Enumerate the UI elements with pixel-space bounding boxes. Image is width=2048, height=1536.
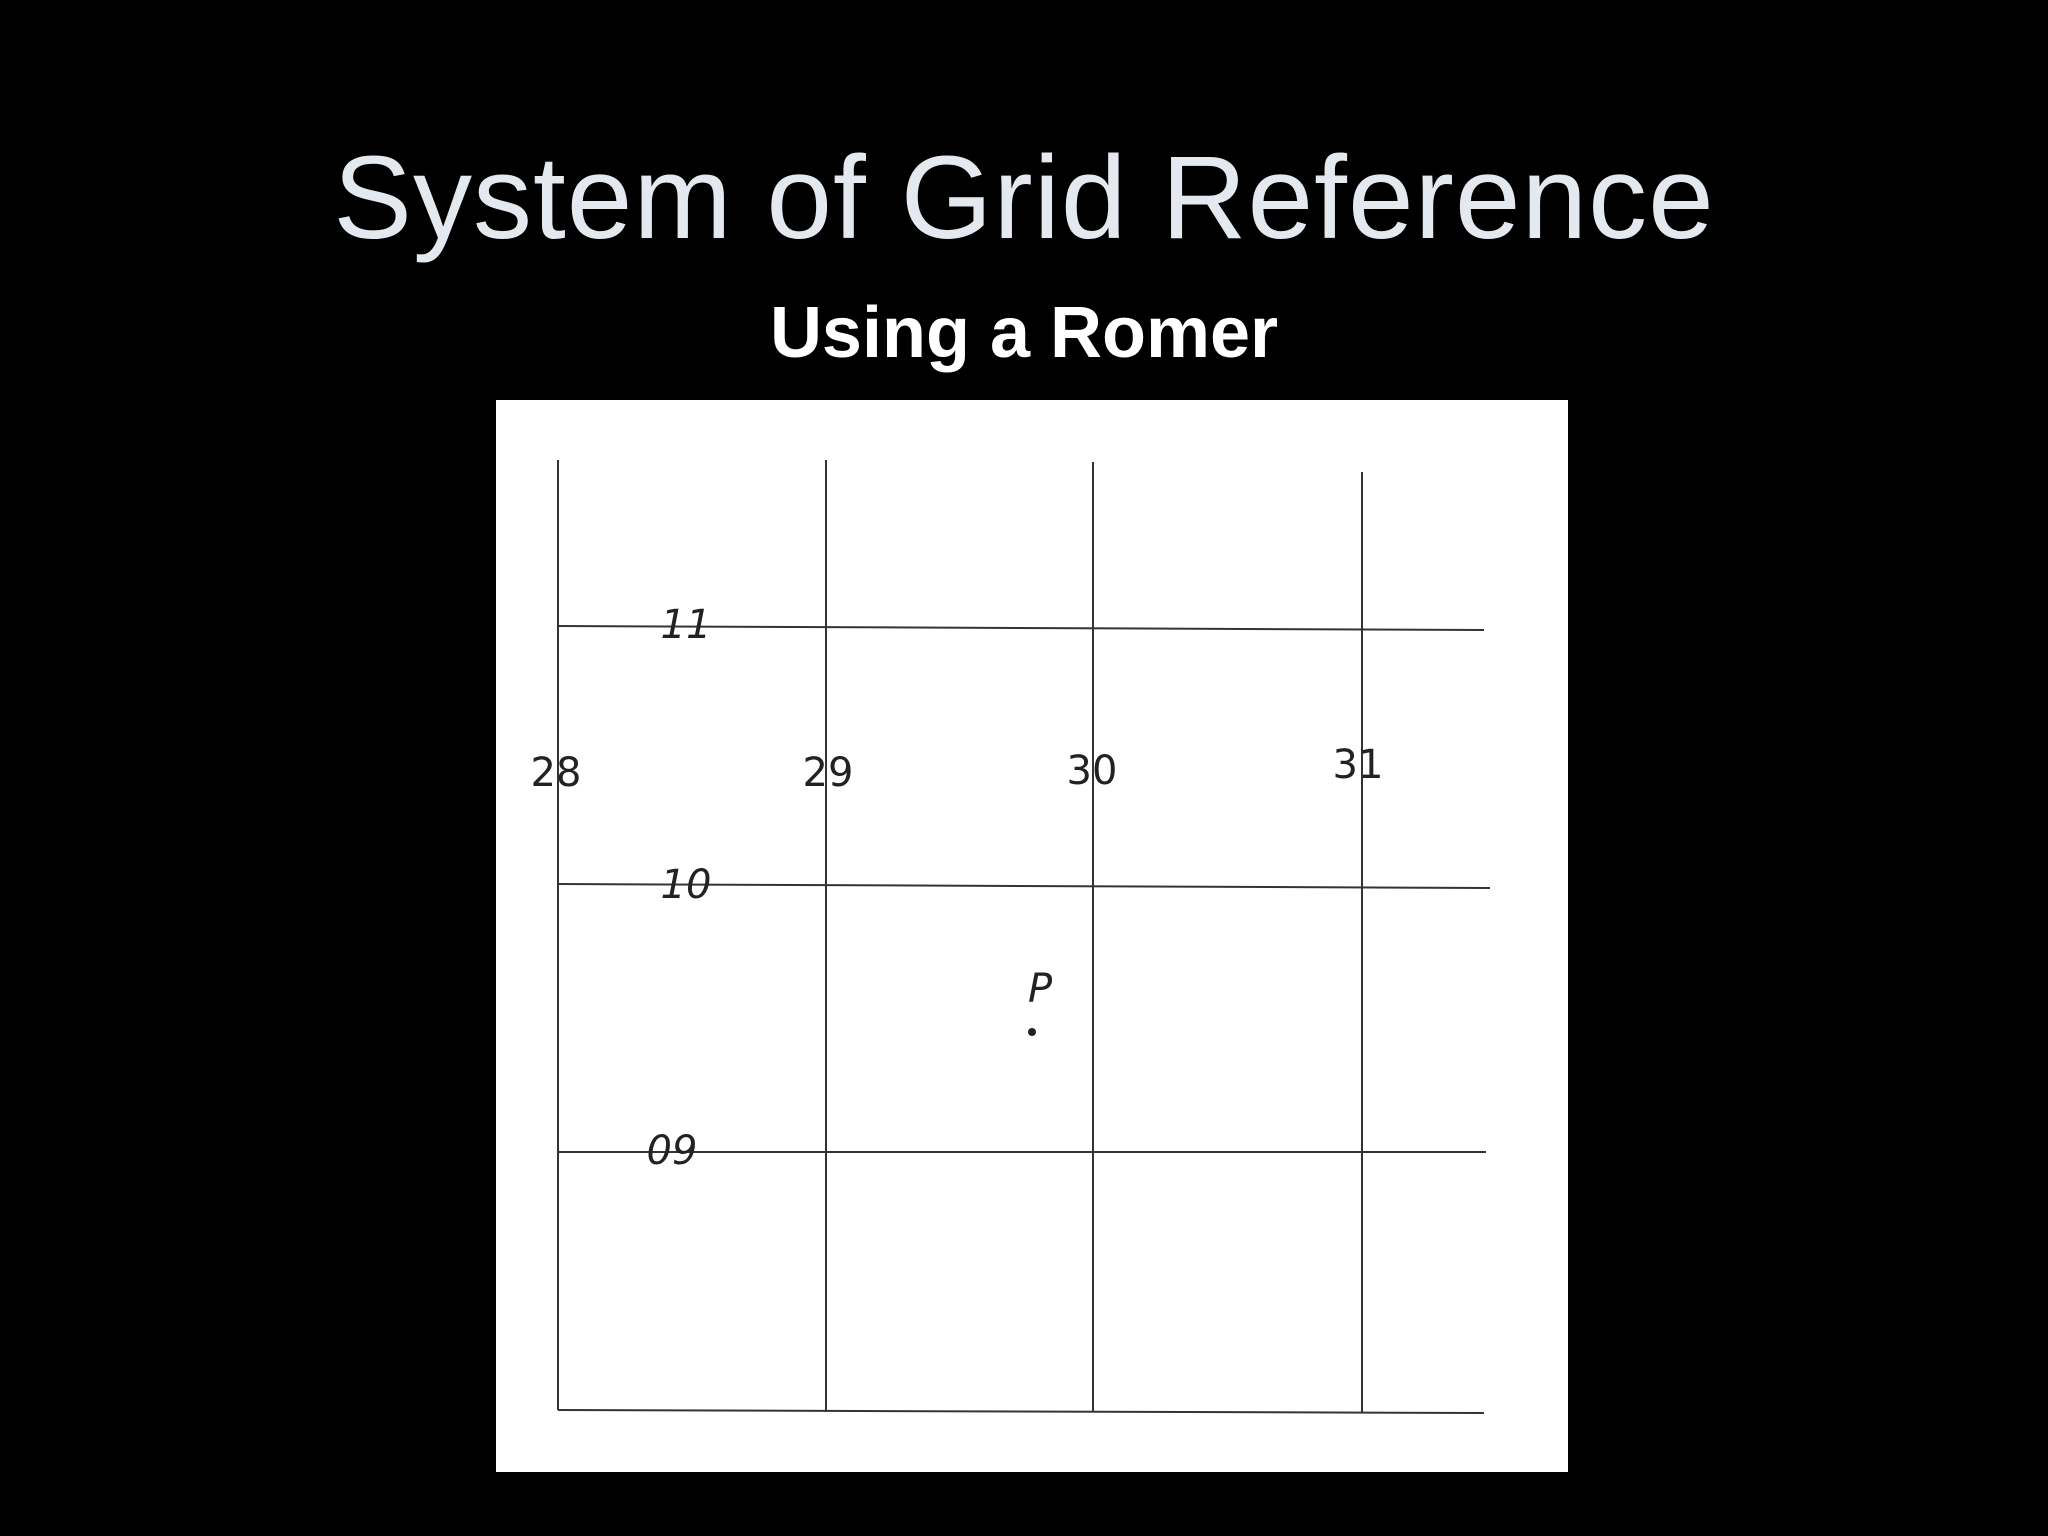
northing-label-10: 10 — [661, 862, 712, 908]
grid-line-northing-11 — [557, 625, 1485, 631]
northing-label-11: 11 — [661, 602, 712, 648]
slide-title: System of Grid Reference — [333, 132, 1715, 264]
easting-label-31: 31 — [1333, 742, 1384, 788]
easting-label-28: 28 — [531, 750, 582, 796]
grid-line-bottom — [557, 1409, 1485, 1414]
northing-label-09: 09 — [647, 1128, 698, 1174]
point-p-marker — [1028, 1028, 1036, 1036]
easting-label-30: 30 — [1067, 748, 1118, 794]
grid-figure: 28 29 30 31 11 10 09 P — [496, 400, 1568, 1472]
easting-label-29: 29 — [803, 750, 854, 796]
grid-line-northing-10 — [557, 883, 1491, 889]
slide-subtitle: Using a Romer — [769, 293, 1279, 373]
grid-drawing: 28 29 30 31 11 10 09 P — [531, 460, 1491, 1414]
point-label-p: P — [1028, 966, 1053, 1012]
